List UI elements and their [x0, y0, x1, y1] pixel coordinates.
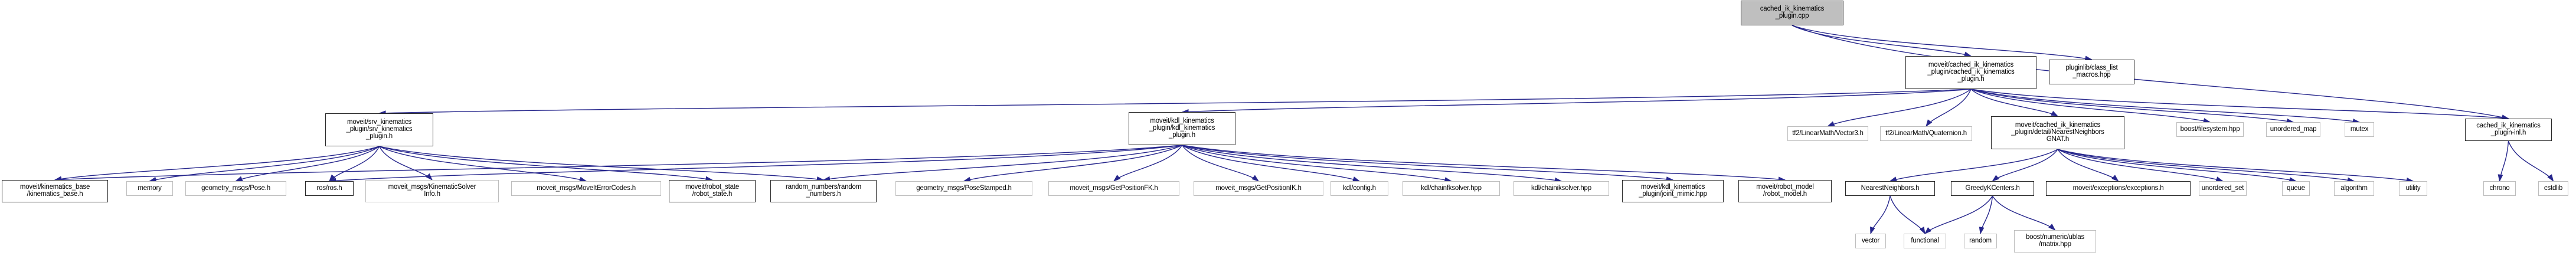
graph-edge-greedyk-to-random [1979, 195, 1993, 235]
graph-edge-inl-to-chrono [2497, 140, 2509, 182]
graph-edge-root-to-inl [1792, 25, 2509, 120]
graph-node-geompose[interactable]: geometry_msgs/Pose.h [185, 181, 286, 196]
graph-node-kinbase[interactable]: moveit/kinematics_base /kinematics_base.… [2, 180, 108, 202]
graph-node-randnum[interactable]: random_numbers/random _numbers.h [770, 180, 877, 202]
graph-node-greedyk[interactable]: GreedyKCenters.h [1951, 181, 2034, 196]
graph-node-robotstate[interactable]: moveit/robot_state /robot_state.h [669, 180, 756, 202]
graph-node-quaternion[interactable]: tf2/LinearMath/Quaternion.h [1880, 126, 1972, 141]
graph-edge-kdlplugin-to-kdlconfig [1182, 145, 1361, 182]
graph-node-random[interactable]: random [1964, 234, 1997, 248]
graph-node-inl[interactable]: cached_ik_kinematics _plugin-inl.h [2465, 119, 2552, 141]
graph-edge-gnat-to-nearestneighbors [1889, 149, 2058, 182]
graph-node-unorderedset[interactable]: unordered_set [2199, 181, 2247, 196]
graph-node-algorithm[interactable]: algorithm [2334, 181, 2374, 196]
graph-edge-cachedh-to-quaternion [1926, 88, 1972, 127]
graph-node-jointmimic[interactable]: moveit/kdl_kinematics _plugin/joint_mimi… [1622, 180, 1724, 202]
graph-node-vector3[interactable]: tf2/LinearMath/Vector3.h [1787, 126, 1868, 141]
graph-edge-cachedh-to-gnat [1970, 88, 2059, 117]
graph-edge-kdlplugin-to-chainik [1182, 145, 1562, 183]
graph-edge-srvplugin-to-kinsolverinfo [378, 146, 433, 181]
graph-node-kdlplugin[interactable]: moveit/kdl_kinematics _plugin/kdl_kinema… [1129, 112, 1235, 145]
graph-node-getposik[interactable]: moveit_msgs/GetPositionIK.h [1194, 181, 1323, 196]
graph-node-exceptions[interactable]: moveit/exceptions/exceptions.h [2046, 181, 2191, 196]
graph-edge-srvplugin-to-kinbase [54, 146, 380, 182]
graph-edge-srvplugin-to-rosros [329, 146, 380, 182]
graph-edge-kdlplugin-to-robotmodel [1182, 145, 1786, 182]
graph-edge-inl-to-cstdlib [2508, 140, 2554, 182]
graph-edge-gnat-to-greedyk [1992, 149, 2058, 182]
graph-edge-gnat-to-algorithm [2057, 149, 2355, 183]
graph-node-vector[interactable]: vector [1855, 234, 1886, 248]
graph-node-root[interactable]: cached_ik_kinematics _plugin.cpp [1741, 1, 1843, 25]
graph-node-cstdlib[interactable]: cstdlib [2538, 181, 2568, 196]
graph-edge-srvplugin-to-memory [149, 146, 380, 182]
graph-edge-root-to-cachedh [1792, 25, 1972, 57]
graph-node-utility[interactable]: utility [2399, 181, 2427, 196]
graph-node-nearestneighbors[interactable]: NearestNeighbors.h [1845, 181, 1935, 196]
graph-edge-kdlplugin-to-rosros [328, 145, 1182, 183]
graph-edge-greedyk-to-blasmatrix [1992, 195, 2056, 231]
graph-node-posestamped[interactable]: geometry_msgs/PoseStamped.h [895, 181, 1032, 196]
graph-edge-kdlplugin-to-getposfk [1113, 145, 1183, 182]
graph-node-cachedh[interactable]: moveit/cached_ik_kinematics _plugin/cach… [1905, 56, 2036, 89]
graph-edge-kdlplugin-to-jointmimic [1182, 145, 1674, 182]
graph-edge-kdlplugin-to-chainfk [1182, 145, 1452, 182]
graph-node-srvplugin[interactable]: moveit/srv_kinematics _plugin/srv_kinema… [325, 113, 433, 146]
graph-edge-srvplugin-to-geompose [235, 146, 380, 182]
graph-node-classlist[interactable]: pluginlib/class_list _macros.hpp [2049, 60, 2134, 84]
graph-node-getposfk[interactable]: moveit_msgs/GetPositionFK.h [1048, 181, 1179, 196]
graph-node-blasmatrix[interactable]: boost/numeric/ublas /matrix.hpp [2014, 230, 2096, 253]
graph-node-chrono[interactable]: chrono [2483, 181, 2516, 196]
graph-edge-root-to-classlist [1792, 25, 2093, 61]
graph-node-functional[interactable]: functional [1904, 234, 1946, 248]
graph-node-unorderedmap[interactable]: unordered_map [2266, 122, 2320, 137]
graph-edge-srvplugin-to-robotstate [379, 146, 713, 182]
graph-edge-gnat-to-utility [2057, 149, 2414, 183]
graph-edge-nearestneighbors-to-vector [1870, 195, 1891, 235]
graph-edge-kdlplugin-to-posestamped [963, 145, 1182, 182]
graph-edge-kdlplugin-to-getposik [1181, 145, 1260, 182]
graph-node-chainfk[interactable]: kdl/chainfksolver.hpp [1403, 181, 1500, 196]
graph-node-errcodes[interactable]: moveit_msgs/MoveItErrorCodes.h [511, 181, 661, 196]
graph-node-boostfs[interactable]: boost/filesystem.hpp [2176, 122, 2244, 137]
graph-edge-srvplugin-to-randnum [379, 146, 825, 182]
graph-edge-cachedh-to-kdlplugin [1181, 88, 1972, 114]
graph-edge-greedyk-to-functional [1924, 195, 1993, 234]
graph-edge-gnat-to-unorderedset [2057, 149, 2224, 182]
graph-edge-srvplugin-to-errcodes [379, 146, 587, 182]
graph-node-gnat[interactable]: moveit/cached_ik_kinematics _plugin/deta… [1991, 116, 2124, 149]
graph-edge-kdlplugin-to-randnum [822, 145, 1182, 182]
graph-edge-gnat-to-exceptions [2057, 149, 2119, 182]
graph-node-queue[interactable]: queue [2282, 181, 2310, 196]
graph-node-robotmodel[interactable]: moveit/robot_model /robot_model.h [1738, 180, 1832, 202]
graph-node-memory[interactable]: memory [126, 181, 173, 196]
graph-node-kinsolverinfo[interactable]: moveit_msgs/KinematicSolver Info.h [365, 180, 499, 202]
graph-node-chainik[interactable]: kdl/chainiksolver.hpp [1513, 181, 1609, 196]
graph-node-rosros[interactable]: ros/ros.h [305, 181, 354, 196]
graph-edge-kdlplugin-to-kinbase [54, 145, 1182, 182]
graph-node-mutex[interactable]: mutex [2345, 122, 2374, 137]
graph-edge-gnat-to-queue [2057, 149, 2297, 182]
graph-node-kdlconfig[interactable]: kdl/config.h [1331, 181, 1388, 196]
graph-edge-cachedh-to-vector3 [1827, 88, 1972, 127]
graph-edge-nearestneighbors-to-functional [1889, 195, 1926, 235]
graph-edge-cachedh-to-inl [1970, 88, 2509, 121]
graph-edge-cachedh-to-srvplugin [378, 88, 1972, 116]
